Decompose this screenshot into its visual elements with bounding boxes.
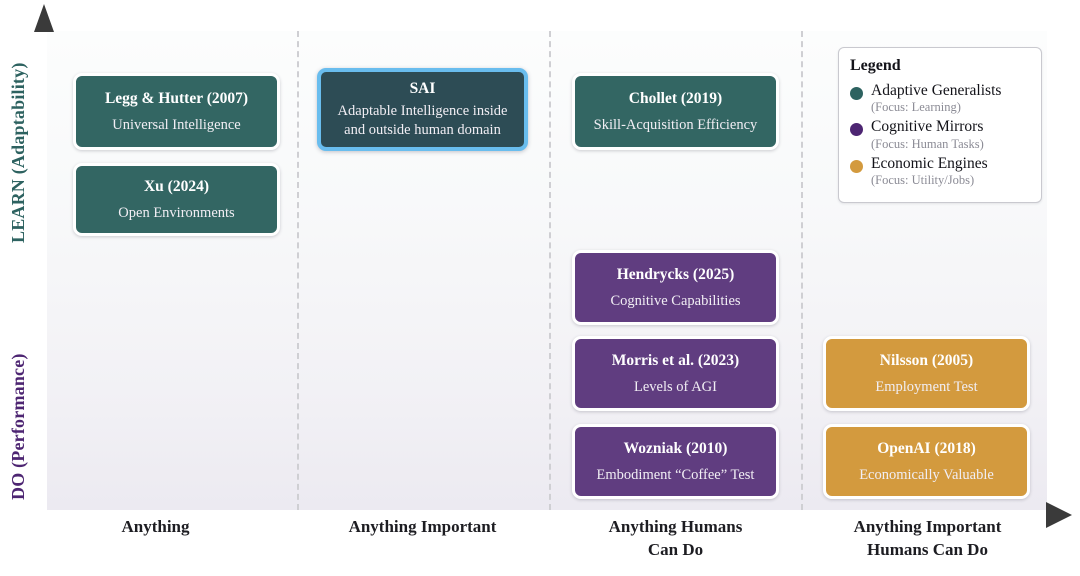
card-openai-subtitle: Economically Valuable: [859, 466, 994, 483]
legend-focus-cognitive-mirrors: (Focus: Human Tasks): [871, 136, 984, 151]
column-divider-3: [801, 31, 803, 510]
card-legg-hutter[interactable]: Legg & Hutter (2007) Universal Intellige…: [73, 73, 280, 150]
legend-focus-adaptive-generalists: (Focus: Learning): [871, 100, 961, 115]
card-morris-subtitle: Levels of AGI: [634, 378, 717, 395]
legend-label-economic-engines: Economic Engines: [871, 154, 988, 172]
legend-item-cognitive-mirrors: Cognitive Mirrors (Focus: Human Tasks): [850, 118, 1030, 151]
x-tick-label-4-line2: Humans Can Do: [867, 539, 988, 559]
legend-dot-economic-engines-icon: [850, 159, 863, 173]
card-morris[interactable]: Morris et al. (2023) Levels of AGI: [572, 336, 779, 411]
card-legg-hutter-subtitle: Universal Intelligence: [112, 116, 241, 133]
y-axis-label-do: DO (Performance): [8, 353, 28, 500]
card-legg-hutter-title: Legg & Hutter (2007): [104, 90, 249, 108]
card-sai-subtitle-line2: and outside human domain: [344, 121, 501, 138]
card-hendrycks-title: Hendrycks (2025): [616, 266, 735, 284]
legend-label-cognitive-mirrors: Cognitive Mirrors: [871, 118, 984, 136]
y-axis-arrow-icon: [34, 4, 54, 32]
card-morris-title: Morris et al. (2023): [611, 352, 740, 370]
legend-title: Legend: [850, 57, 901, 74]
card-nilsson-subtitle: Employment Test: [875, 378, 978, 395]
x-axis-arrow-icon: [1046, 502, 1072, 528]
x-tick-label-2: Anything Important: [348, 517, 497, 536]
card-openai[interactable]: OpenAI (2018) Economically Valuable: [823, 424, 1030, 499]
legend-focus-economic-engines: (Focus: Utility/Jobs): [871, 172, 975, 187]
x-tick-label-4: Anything Important Humans Can Do: [820, 516, 1035, 562]
legend-item-adaptive-generalists: Adaptive Generalists (Focus: Learning): [850, 82, 1030, 115]
card-sai[interactable]: SAI Adaptable Intelligence inside and ou…: [317, 68, 528, 151]
card-chollet[interactable]: Chollet (2019) Skill-Acquisition Efficie…: [572, 73, 779, 150]
x-tick-label-3-line2: Can Do: [647, 539, 704, 559]
card-nilsson[interactable]: Nilsson (2005) Employment Test: [823, 336, 1030, 411]
card-xu-subtitle: Open Environments: [118, 204, 235, 221]
card-hendrycks[interactable]: Hendrycks (2025) Cognitive Capabilities: [572, 250, 779, 325]
column-divider-2: [549, 31, 551, 510]
x-tick-label-4-line1: Anything Important: [853, 517, 1002, 536]
card-xu[interactable]: Xu (2024) Open Environments: [73, 163, 280, 236]
x-tick-label-3: Anything Humans Can Do: [568, 516, 783, 562]
x-tick-label-1: Anything: [121, 517, 190, 536]
card-xu-title: Xu (2024): [143, 178, 209, 196]
legend-dot-cognitive-mirrors-icon: [850, 123, 863, 137]
card-chollet-subtitle: Skill-Acquisition Efficiency: [593, 116, 758, 133]
card-sai-title: SAI: [409, 80, 436, 98]
legend-label-adaptive-generalists: Adaptive Generalists: [871, 82, 1002, 99]
y-axis-label-learn: LEARN (Adaptability): [8, 62, 28, 243]
card-wozniak[interactable]: Wozniak (2010) Embodiment “Coffee” Test: [572, 424, 779, 499]
card-wozniak-subtitle: Embodiment “Coffee” Test: [596, 466, 755, 483]
legend-item-economic-engines: Economic Engines (Focus: Utility/Jobs): [850, 155, 1030, 188]
legend-dot-adaptive-generalists-icon: [850, 87, 863, 100]
card-sai-subtitle-line1: Adaptable Intelligence inside: [337, 102, 508, 119]
legend-panel: Legend Adaptive Generalists (Focus: Lear…: [838, 47, 1042, 203]
column-divider-1: [297, 31, 299, 510]
card-openai-title: OpenAI (2018): [877, 440, 976, 458]
card-chollet-title: Chollet (2019): [628, 90, 723, 108]
card-wozniak-title: Wozniak (2010): [623, 440, 728, 458]
card-hendrycks-subtitle: Cognitive Capabilities: [610, 292, 741, 309]
card-nilsson-title: Nilsson (2005): [879, 352, 974, 370]
x-tick-label-3-line1: Anything Humans: [608, 517, 743, 536]
